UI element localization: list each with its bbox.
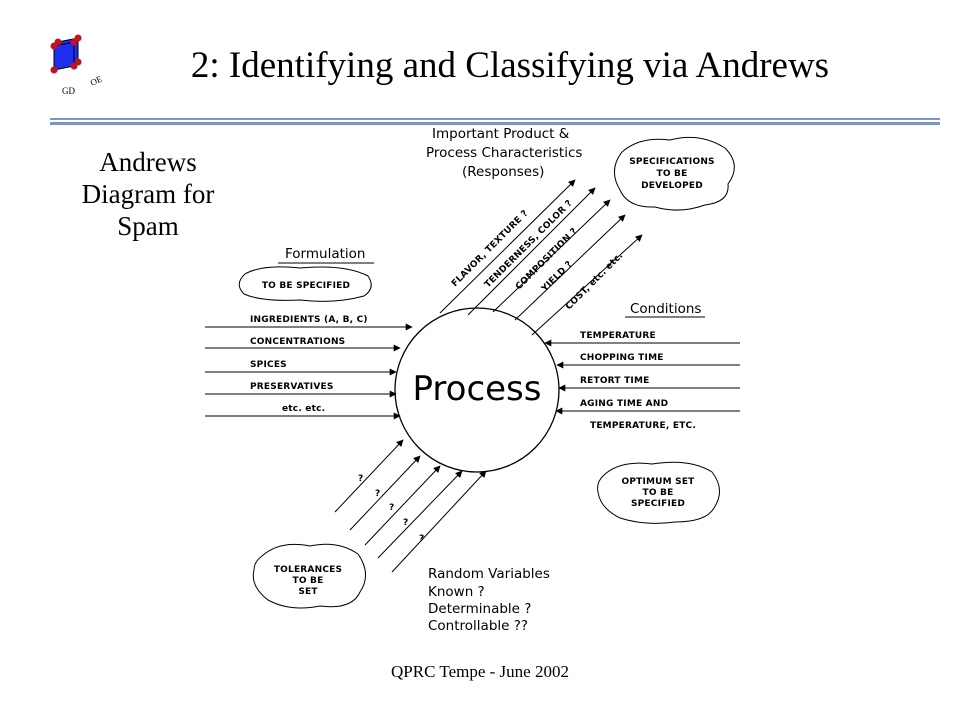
page-title: 2: Identifying and Classifying via Andre…: [190, 45, 830, 86]
formulation-cloud: [238, 266, 372, 302]
logo-dot: [50, 66, 58, 74]
logo-oe-text: OE: [89, 73, 105, 87]
specifications-cloud: [614, 136, 735, 211]
tolerances-cloud-text: TO BE: [293, 576, 324, 586]
conditions-input-label: CHOPPING TIME: [580, 353, 664, 363]
subtitle-line: Andrews: [99, 147, 197, 177]
random-question-mark: ?: [419, 534, 424, 544]
conditions-input-label: TEMPERATURE, ETC.: [590, 421, 696, 431]
formulation-input-label: CONCENTRATIONS: [250, 337, 345, 347]
process-label: Process: [413, 369, 542, 409]
subtitle-line: Spam: [117, 211, 179, 241]
optimum-cloud: [597, 461, 720, 524]
response-arrow: [467, 187, 596, 316]
diagram-subtitle: Andrews Diagram for Spam: [58, 146, 238, 242]
conditions-heading: Conditions: [630, 301, 701, 317]
logo-dot: [74, 34, 82, 42]
footer: QPRC Tempe - June 2002: [391, 662, 569, 681]
logo-gd-text: GD: [62, 86, 75, 96]
title-underline: [50, 118, 940, 125]
formulation-cloud-text: TO BE SPECIFIED: [262, 281, 350, 291]
tolerances-cloud-text: TOLERANCES: [274, 565, 342, 575]
formulation-input-label: SPICES: [250, 360, 287, 370]
optimum-cloud-text: SPECIFIED: [631, 499, 685, 509]
tolerances-cloud: [252, 543, 366, 609]
logo-dot: [54, 38, 62, 46]
optimum-cloud-text: OPTIMUM SET: [621, 477, 695, 487]
random-arrow: [334, 439, 404, 513]
conditions-input-label: AGING TIME AND: [580, 399, 668, 409]
random-variables-item: Known ?: [428, 584, 485, 600]
tolerances-cloud-text: SET: [298, 587, 318, 597]
random-question-mark: ?: [389, 503, 394, 513]
response-arrow: [514, 214, 626, 321]
conditions-input-label: TEMPERATURE: [580, 331, 656, 341]
formulation-input-label: INGREDIENTS (A, B, C): [250, 315, 368, 325]
specifications-cloud-text: SPECIFICATIONS: [629, 157, 715, 167]
random-variables-item: Controllable ??: [428, 618, 528, 634]
random-arrow: [377, 470, 463, 559]
formulation-heading: Formulation: [285, 246, 365, 262]
optimum-cloud-text: TO BE: [643, 488, 674, 498]
random-arrow: [364, 465, 441, 546]
specifications-cloud-text: DEVELOPED: [641, 181, 703, 191]
formulation-input-label: PRESERVATIVES: [250, 382, 334, 392]
response-arrow: [531, 234, 643, 336]
conditions-input-label: RETORT TIME: [580, 376, 649, 386]
gdoe-logo: GD OE: [50, 34, 105, 96]
random-question-mark: ?: [403, 518, 408, 528]
random-variables-heading: Random Variables: [428, 566, 550, 582]
random-arrow: [391, 470, 487, 573]
logo-dot: [74, 58, 82, 66]
response-arrow: [439, 179, 576, 314]
responses-heading: (Responses): [462, 164, 544, 180]
random-variables-item: Determinable ?: [428, 601, 531, 617]
random-arrow: [349, 455, 421, 531]
formulation-input-label: etc. etc.: [282, 404, 325, 414]
response-label: COST, etc. etc.: [564, 251, 625, 312]
specifications-cloud-text: TO BE: [657, 169, 688, 179]
random-question-mark: ?: [375, 489, 380, 499]
subtitle-line: Diagram for: [81, 179, 215, 209]
responses-heading: Process Characteristics: [426, 145, 582, 161]
responses-heading: Important Product &: [432, 126, 570, 142]
response-arrow: [492, 199, 611, 313]
random-question-mark: ?: [358, 474, 363, 484]
